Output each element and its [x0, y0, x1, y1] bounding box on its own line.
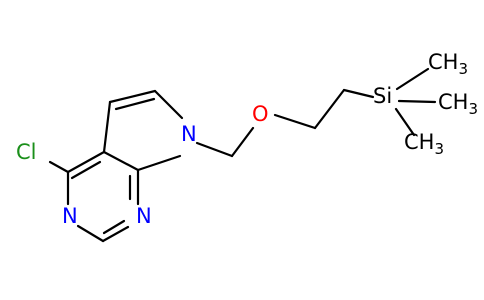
- bond-n7-c7a: [136, 154, 182, 172]
- bond-c5-c6-double: [114, 97, 156, 111]
- bond-ch2-si: [342, 88, 375, 99]
- bond-o-ch2: [273, 113, 317, 130]
- bond-c4a-c5: [102, 100, 112, 154]
- bond-ch2-o: [230, 126, 255, 158]
- bond-c5-c6: [108, 89, 157, 104]
- atom-n-pyrimidine-right: N: [136, 204, 152, 228]
- bond-c2-n1: [101, 225, 130, 243]
- bond-c4-cl: [48, 160, 70, 174]
- atom-silicon: Si: [373, 84, 392, 108]
- bond-n7-ch2: [195, 141, 234, 158]
- bond-layer: [48, 67, 437, 243]
- bond-c6-n7: [153, 89, 184, 120]
- atom-n-pyrrole: N: [181, 122, 197, 146]
- bond-si-ch3-bottom: [394, 107, 416, 137]
- bond-c2-n1-double: [102, 219, 126, 235]
- bond-c7a-c4a: [102, 150, 140, 172]
- atom-chlorine: Cl: [16, 140, 37, 164]
- bond-c4a-c4-double: [70, 160, 102, 180]
- bond-si-ch3-right: [397, 99, 437, 104]
- atom-n-pyrimidine-left: N: [62, 204, 78, 228]
- bond-c4a-c4: [66, 150, 106, 174]
- atom-oxygen: O: [252, 102, 269, 126]
- bond-ch2-ch2: [313, 88, 346, 130]
- atom-methyl-right: CH3: [438, 90, 478, 118]
- bond-si-ch3-top: [395, 67, 430, 91]
- atom-methyl-bottom: CH3: [404, 130, 444, 158]
- bond-n3-c2: [76, 224, 105, 243]
- atom-label-layer: Cl N N N O Si CH3 CH3 CH3: [16, 50, 478, 228]
- atom-methyl-top: CH3: [428, 50, 468, 78]
